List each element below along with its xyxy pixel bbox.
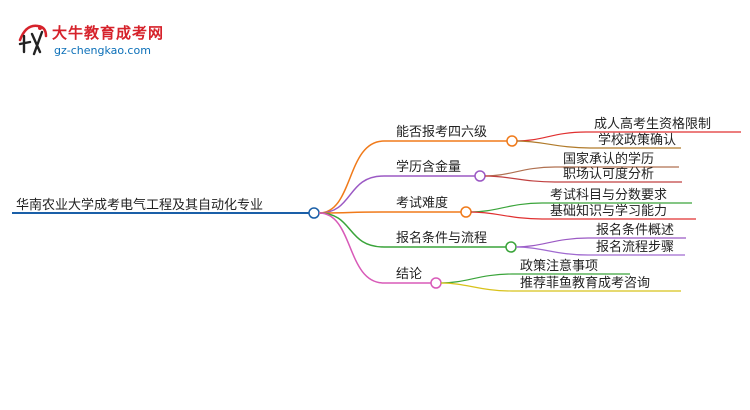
leaf-connector: [484, 166, 556, 177]
root-node-dot: [308, 207, 320, 219]
leaf-connector: [515, 237, 589, 248]
leaf-label: 政策注意事项: [520, 258, 598, 274]
leaf-connector: [470, 211, 543, 220]
leaf-connector: [516, 140, 591, 149]
branch-connector: [318, 211, 385, 214]
branch-node-dot: [506, 135, 518, 147]
logo-title: 大牛教育成考网: [52, 24, 165, 42]
leaf-label: 基础知识与学习能力: [550, 203, 667, 219]
leaf-label: 报名条件概述: [596, 222, 674, 238]
branch-connector: [318, 175, 385, 214]
leaf-connector: [440, 282, 513, 292]
branch-node-dot: [460, 206, 472, 218]
branch-label: 报名条件与流程: [396, 230, 487, 246]
branch-label: 结论: [396, 267, 422, 282]
leaf-connector: [440, 273, 513, 284]
leaf-label: 成人高考生资格限制: [594, 116, 711, 132]
branch-label: 考试难度: [396, 195, 448, 211]
leaf-label: 考试科目与分数要求: [550, 188, 667, 203]
branch-label: 能否报考四六级: [396, 125, 487, 140]
branch-node-dot: [430, 277, 442, 289]
branch-label: 学历含金量: [396, 159, 461, 175]
leaf-label: 职场认可度分析: [563, 166, 654, 182]
logo-url: gz-chengkao.com: [54, 44, 151, 57]
leaf-connector: [515, 246, 589, 256]
leaf-connector: [516, 131, 587, 142]
bull-logo-icon: [18, 24, 48, 56]
branch-connector: [318, 212, 385, 248]
site-logo[interactable]: 大牛教育成考网 gz-chengkao.com: [16, 16, 176, 66]
branch-connector: [318, 140, 385, 214]
leaf-label: 国家承认的学历: [563, 151, 654, 167]
leaf-label: 学校政策确认: [598, 132, 676, 148]
leaf-connector: [484, 175, 556, 183]
root-label: 华南农业大学成考电气工程及其自动化专业: [16, 197, 263, 213]
branch-node-dot: [505, 241, 517, 253]
leaf-label: 报名流程步骤: [596, 239, 674, 255]
branch-node-dot: [474, 170, 486, 182]
leaf-label: 推荐菲鱼教育成考咨询: [520, 275, 650, 291]
leaf-connector: [470, 202, 543, 213]
branch-connector: [318, 212, 385, 284]
